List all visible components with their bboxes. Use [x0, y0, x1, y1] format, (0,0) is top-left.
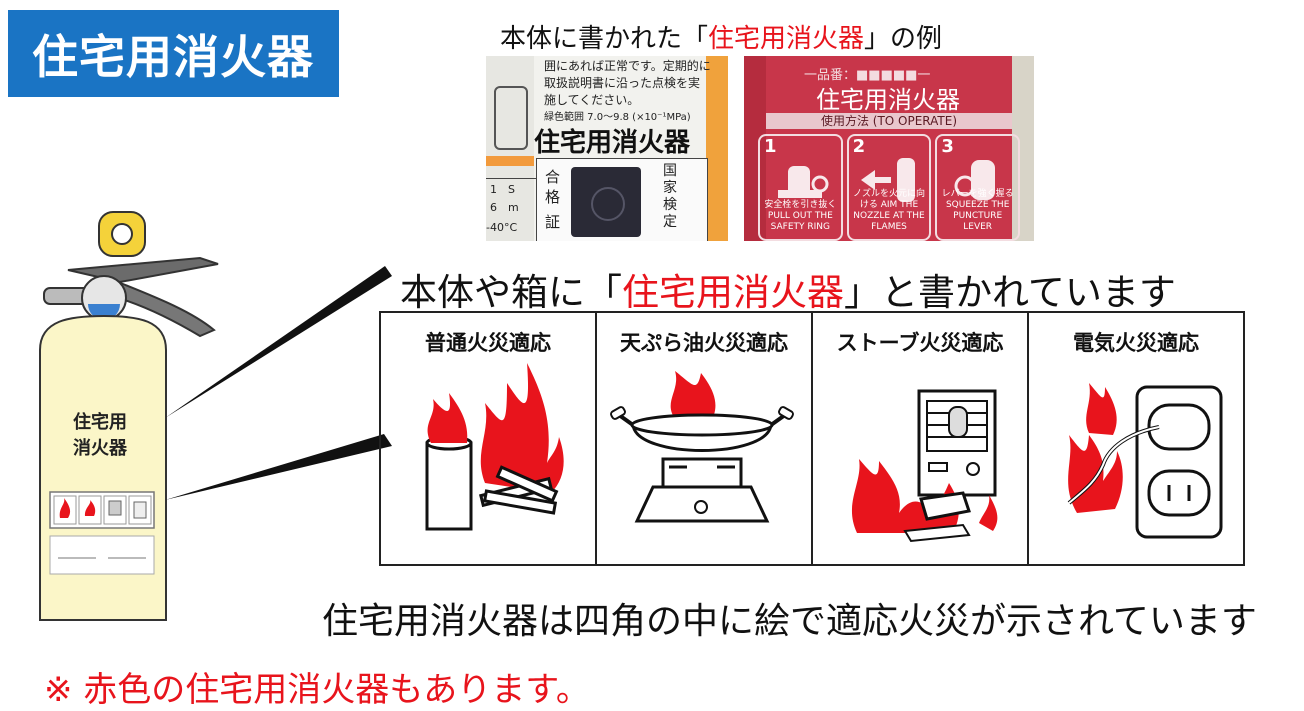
label-photo-2: 一品番：■■■■■一 住宅用消火器 使用方法 (TO OPERATE) 1 安全… [744, 56, 1034, 241]
step-1-caption: 安全栓を引き抜く PULL OUT THE SAFETY RING [764, 200, 837, 232]
main-statement-prefix: 本体や箱に「 [400, 271, 622, 314]
aim-nozzle-icon [860, 158, 915, 202]
category-label-electrical: 電気火災適応 [1073, 331, 1199, 355]
step-1: 1 安全栓を引き抜く PULL OUT THE SAFETY RING [758, 134, 843, 241]
mini-flame-icon [59, 498, 71, 518]
lever-icon [67, 256, 219, 284]
photo1-line-1: 取扱説明書に沿った点検を実 [544, 76, 701, 90]
photo2-background-right [1012, 56, 1034, 241]
outlet-icon [1067, 383, 1223, 539]
side-value-2: -40°C [486, 221, 518, 234]
photo1-side-table: 1 S 6 m -40°C [486, 178, 536, 241]
extinguisher-label: 住宅用 消火器 [60, 410, 140, 462]
side-value-1: 6 m [490, 201, 519, 214]
photo1-title: 住宅用消火器 [534, 128, 691, 158]
photo2-model: 一品番：■■■■■一 [804, 68, 931, 83]
main-statement-suffix: 」と書かれています [844, 271, 1176, 314]
extinguisher-label-line-2: 消火器 [73, 438, 127, 459]
category-electrical: 電気火災適応 [1029, 313, 1243, 564]
kokka-kentei: 国家検定 [663, 163, 677, 230]
gauge-icon [494, 86, 528, 150]
seal-char-2: 証 [545, 213, 561, 231]
step-3: 3 レバーを強く握る SQUEEZE THE PUNCTURE LEVER [935, 134, 1021, 241]
main-statement: 本体や箱に「住宅用消火器」と書かれています [400, 262, 1176, 316]
category-stove: ストーブ火災適応 [813, 313, 1029, 564]
category-ordinary: 普通火災適応 [381, 313, 597, 564]
step-2-number: 2 [852, 136, 866, 157]
step-3-caption: レバーを強く握る SQUEEZE THE PUNCTURE LEVER [941, 189, 1014, 232]
pointer-line-lower [165, 434, 392, 500]
label-photo-1: 囲にあれば正常です。定期的に 取扱説明書に沿った点検を実 施してください。 緑色… [486, 56, 728, 241]
step-3-number: 3 [941, 136, 954, 157]
category-label-stove: ストーブ火災適応 [836, 331, 1004, 355]
photo2-operate: 使用方法 (TO OPERATE) [766, 113, 1012, 129]
photo2-shadow-left [744, 56, 766, 241]
seal-char-1: 格 [545, 188, 561, 206]
stove-icon [851, 389, 998, 543]
category-label-ordinary: 普通火災適応 [425, 331, 551, 355]
seal-char-0: 合 [545, 168, 561, 186]
photo2-steps: 1 安全栓を引き抜く PULL OUT THE SAFETY RING 2 ノズ… [758, 134, 1021, 241]
step-1-number: 1 [764, 136, 777, 157]
extinguisher-label-line-1: 住宅用 [73, 412, 127, 433]
step-2: 2 ノズルを火元に向ける AIM THE NOZZLE AT THE FLAME… [846, 134, 932, 241]
photo-caption-suffix: 」の例 [864, 24, 943, 54]
category-label-cooking-oil: 天ぷら油火災適応 [620, 331, 788, 355]
step-2-caption: ノズルを火元に向ける AIM THE NOZZLE AT THE FLAMES [853, 189, 926, 232]
photo2-title: 住宅用消火器 [816, 86, 960, 114]
seal-icon [571, 167, 641, 237]
photo1-line-2: 施してください。 [544, 93, 640, 107]
category-cooking-oil: 天ぷら油火災適応 [597, 313, 813, 564]
flame-icon [425, 363, 564, 531]
page-title: 住宅用消火器 [8, 10, 339, 97]
fire-suitability-table: 普通火災適応 天ぷら油火災適応 [379, 311, 1245, 566]
photo1-line-3: 緑色範囲 7.0～9.8 (×10⁻¹MPa) [544, 112, 691, 123]
pan-icon [610, 371, 794, 523]
orange-band [486, 156, 534, 166]
squeeze-lever-icon [954, 160, 996, 200]
photo-caption-prefix: 本体に書かれた「 [500, 24, 709, 54]
pull-pin-icon [778, 166, 829, 198]
fire-extinguisher-illustration [39, 211, 392, 621]
certificate-box: 合 格 証 国家検定 [536, 158, 708, 241]
main-statement-highlight: 住宅用消火器 [622, 271, 844, 314]
orange-edge [706, 56, 728, 241]
photo-caption-highlight: 住宅用消火器 [708, 24, 865, 54]
photo-caption: 本体に書かれた「住宅用消火器」の例 [500, 18, 942, 55]
bottom-statement: 住宅用消火器は四角の中に絵で適応火災が示されています [322, 601, 1257, 642]
red-extinguisher-note: ※ 赤色の住宅用消火器もあります。 [44, 670, 590, 710]
pointer-line-upper [165, 266, 392, 418]
side-value-0: 1 S [490, 183, 515, 196]
photo1-line-0: 囲にあれば正常です。定期的に [544, 59, 711, 73]
